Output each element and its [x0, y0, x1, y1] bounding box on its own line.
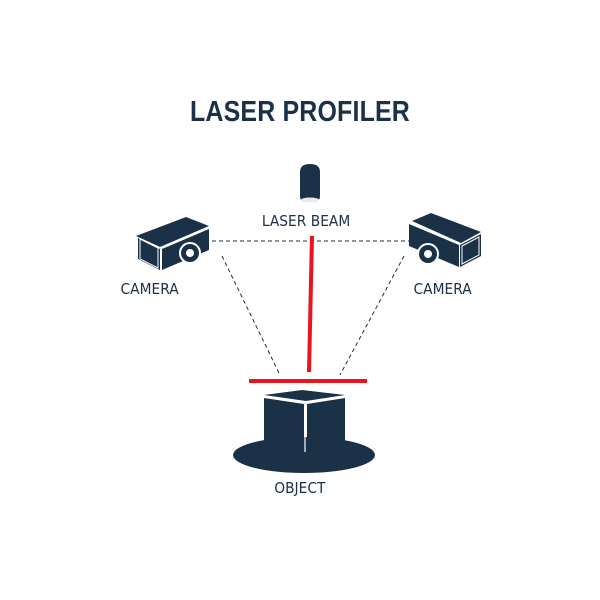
- camera-left-label: CAMERA: [120, 280, 179, 298]
- camera-right-label: CAMERA: [413, 280, 472, 298]
- camera-icon: [409, 213, 481, 267]
- sight-line-right: [339, 255, 405, 376]
- object-label: OBJECT: [274, 479, 326, 497]
- diagram-title: LASER PROFILER: [190, 96, 410, 128]
- laser-beam: [249, 235, 367, 383]
- sight-line-left: [221, 255, 281, 376]
- laser-beam-label: LASER BEAM: [261, 212, 351, 230]
- camera-icon: [136, 217, 209, 270]
- laser-emitter-icon: [300, 164, 320, 203]
- object-box-icon: [233, 390, 375, 473]
